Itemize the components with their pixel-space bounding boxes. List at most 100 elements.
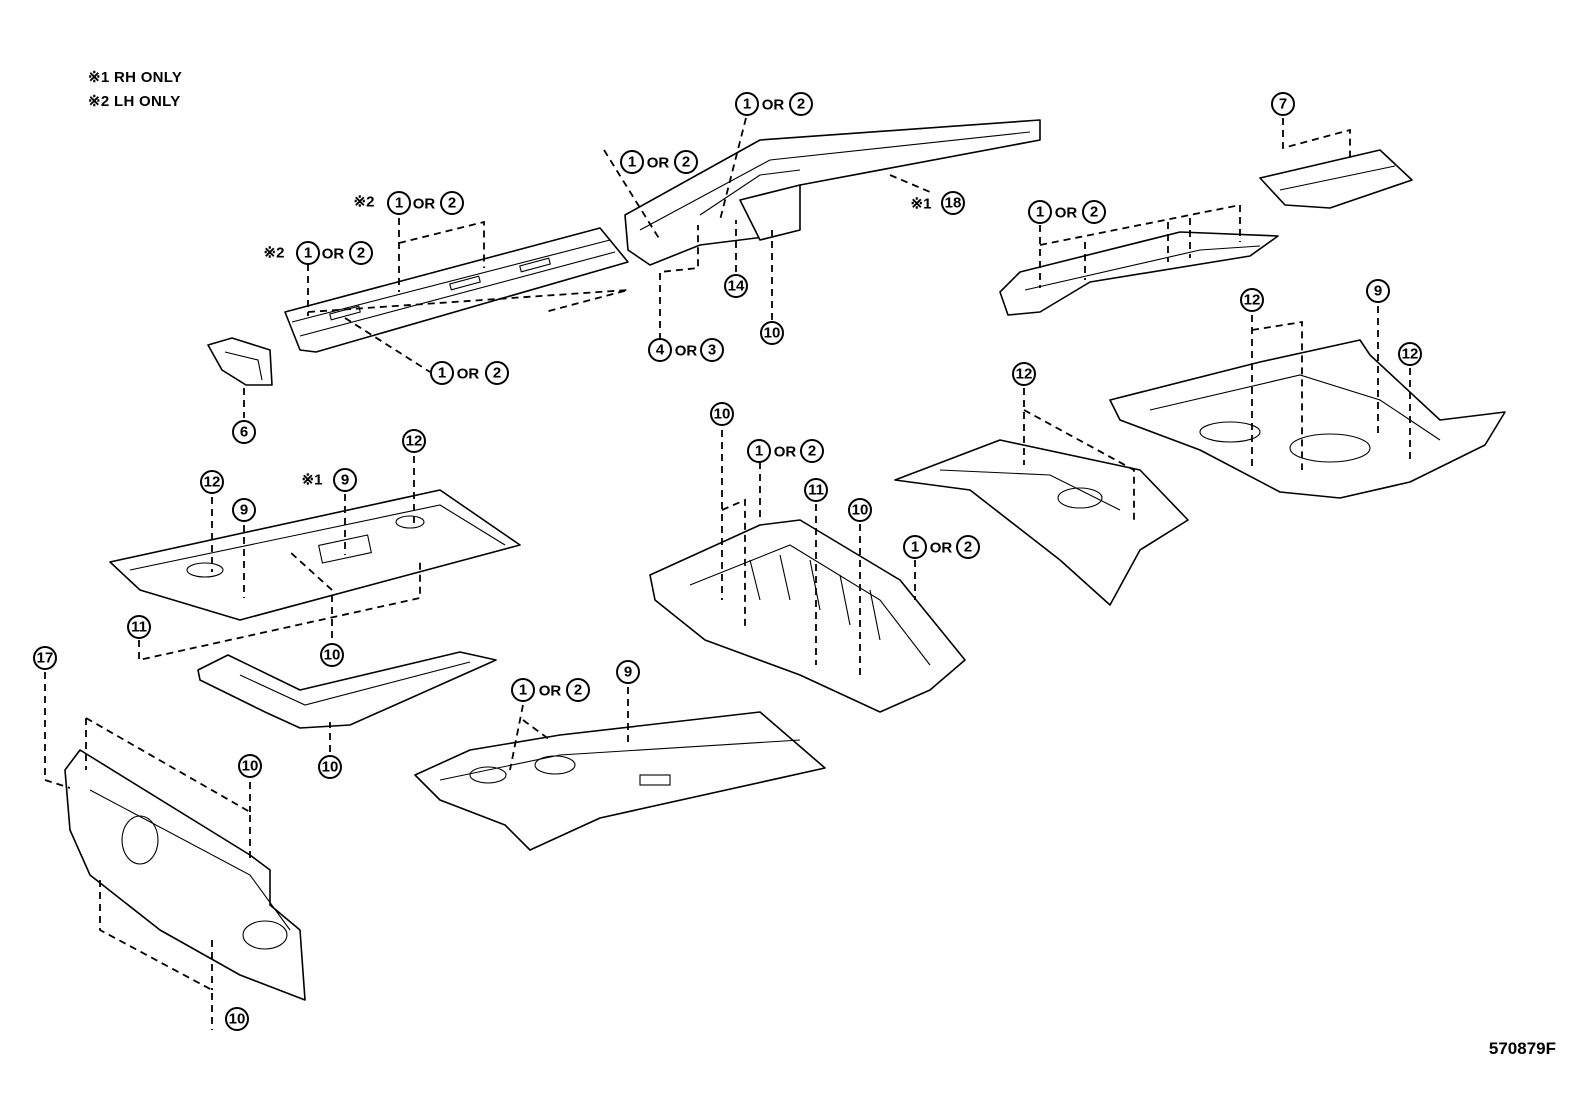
callout-mark1-9: ※1 9 (302, 468, 357, 492)
callout-4-or-3: 4 OR 3 (648, 338, 724, 362)
part-dash-panel (64, 749, 306, 1001)
legend-note-lh-only: ※2 LH ONLY (88, 93, 181, 110)
svg-text:2: 2 (797, 96, 805, 113)
svg-text:1: 1 (628, 154, 636, 171)
callout-11-front-floor: 11 (127, 615, 151, 639)
svg-text:11: 11 (808, 482, 824, 499)
svg-text:4: 4 (656, 342, 665, 359)
svg-text:10: 10 (852, 502, 869, 519)
svg-text:12: 12 (1016, 366, 1033, 383)
callout-10-center-right: 10 (848, 498, 872, 522)
svg-text:3: 3 (708, 342, 716, 359)
part-panel-7 (1259, 149, 1413, 209)
svg-text:2: 2 (357, 245, 365, 262)
part-front-floor-crossmember (197, 651, 497, 729)
svg-text:12: 12 (1244, 292, 1261, 309)
part-rocker-inner-lh (284, 227, 629, 353)
svg-text:OR: OR (539, 683, 562, 700)
svg-text:1: 1 (743, 96, 751, 113)
svg-text:1: 1 (519, 682, 527, 699)
svg-text:10: 10 (324, 647, 341, 664)
svg-text:1: 1 (755, 443, 763, 460)
svg-text:9: 9 (624, 664, 632, 681)
svg-text:10: 10 (322, 759, 339, 776)
svg-text:10: 10 (229, 1011, 246, 1028)
figure-id: 570879F (1488, 1039, 1556, 1058)
svg-text:OR: OR (457, 366, 480, 383)
callout-10-dash-lower: 10 (225, 1007, 249, 1031)
svg-text:2: 2 (682, 154, 690, 171)
part-front-side-member (624, 119, 1041, 266)
svg-text:14: 14 (728, 278, 745, 295)
part-front-floor-pan (109, 489, 521, 621)
part-rear-side-member (999, 231, 1279, 316)
callout-mark2-1-or-2-lower: ※2 1 OR 2 (264, 241, 373, 265)
svg-text:18: 18 (945, 195, 962, 212)
callout-12-front-floor-right: 12 (402, 429, 426, 453)
callout-10-dash-upper: 10 (238, 754, 262, 778)
svg-text:1: 1 (911, 539, 919, 556)
svg-text:12: 12 (406, 433, 423, 450)
svg-text:9: 9 (341, 472, 349, 489)
part-floor-tunnel (414, 711, 826, 851)
part-rear-floor-crossmember (894, 439, 1189, 606)
legend-note-rh-only: ※1 RH ONLY (88, 69, 183, 86)
callout-1-or-2-tunnel: 1 OR 2 (511, 678, 590, 702)
svg-text:OR: OR (930, 540, 953, 557)
svg-text:9: 9 (240, 502, 248, 519)
callout-12-front-floor-left: 12 (200, 470, 224, 494)
svg-text:17: 17 (37, 650, 54, 667)
callout-1-or-2-center-right: 1 OR 2 (903, 535, 980, 559)
callout-10-center: 10 (710, 402, 734, 426)
callout-1-or-2-rear-member: 1 OR 2 (1028, 200, 1106, 224)
callout-mark2-1-or-2-upper: ※2 1 OR 2 (354, 191, 464, 215)
callout-14: 14 (724, 274, 748, 298)
svg-text:2: 2 (493, 365, 501, 382)
callout-9-rear: 9 (1366, 279, 1390, 303)
part-rear-floor-pan (1109, 339, 1506, 499)
svg-text:OR: OR (762, 97, 785, 114)
callout-17: 17 (33, 646, 57, 670)
svg-text:OR: OR (322, 246, 345, 263)
svg-text:※2: ※2 (264, 245, 285, 262)
callout-1-or-2-top: 1 OR 2 (735, 92, 813, 116)
svg-text:10: 10 (764, 325, 781, 342)
svg-text:11: 11 (131, 619, 147, 636)
callout-12-rear-right: 12 (1398, 342, 1422, 366)
svg-text:12: 12 (204, 474, 221, 491)
svg-text:OR: OR (774, 444, 797, 461)
svg-text:※1: ※1 (911, 196, 932, 213)
legend: ※1 RH ONLY ※2 LH ONLY (88, 66, 182, 114)
callout-mark1-18: ※1 18 (911, 191, 965, 215)
svg-text:※1: ※1 (302, 472, 323, 489)
callout-12-crossmember: 12 (1012, 362, 1036, 386)
callout-1-or-2-member: 1 OR 2 (620, 150, 698, 174)
callout-10-member: 10 (760, 321, 784, 345)
svg-text:10: 10 (242, 758, 259, 775)
callout-1-or-2-center: 1 OR 2 (747, 439, 824, 463)
svg-text:2: 2 (1090, 204, 1098, 221)
callout-12-rear-left: 12 (1240, 288, 1264, 312)
svg-text:OR: OR (413, 196, 436, 213)
svg-text:OR: OR (675, 343, 698, 360)
part-center-floor-pan (649, 519, 966, 713)
callout-10-crossmember-front: 10 (318, 755, 342, 779)
svg-text:1: 1 (438, 365, 446, 382)
svg-text:9: 9 (1374, 283, 1382, 300)
callout-10-front-floor: 10 (320, 643, 344, 667)
svg-text:10: 10 (714, 406, 731, 423)
svg-text:6: 6 (240, 424, 248, 441)
svg-text:2: 2 (574, 682, 582, 699)
svg-text:2: 2 (448, 195, 456, 212)
svg-text:OR: OR (647, 155, 670, 172)
svg-text:OR: OR (1055, 205, 1078, 222)
part-bracket-6 (207, 337, 273, 386)
svg-text:7: 7 (1279, 96, 1287, 113)
svg-text:1: 1 (395, 195, 403, 212)
leader-lines (44, 117, 1411, 1030)
svg-text:1: 1 (304, 245, 312, 262)
svg-text:12: 12 (1402, 346, 1419, 363)
callout-9-front-floor: 9 (232, 498, 256, 522)
callout-7: 7 (1271, 92, 1295, 116)
